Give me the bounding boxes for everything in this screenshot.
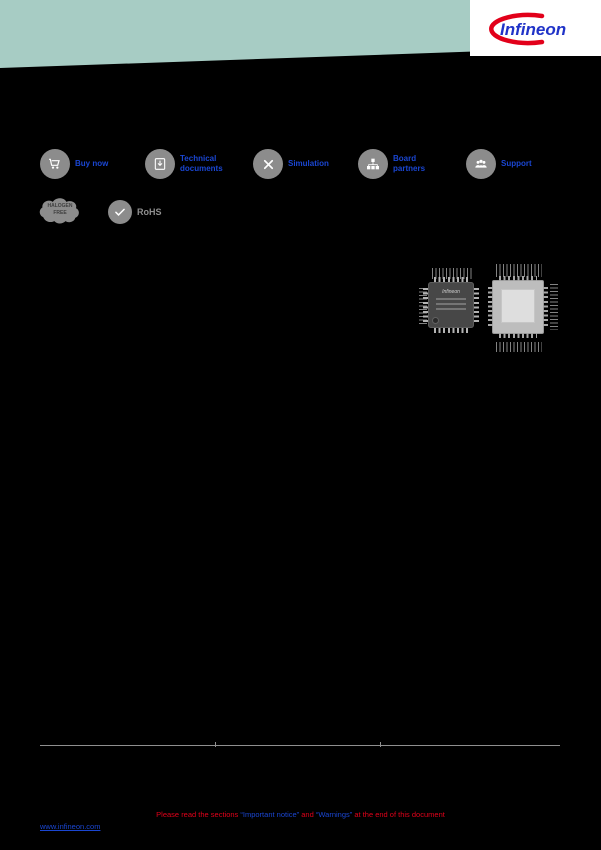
people-icon	[466, 149, 496, 179]
pin1-indicator	[433, 318, 438, 323]
table-top-border	[40, 745, 560, 746]
halogen-free-icon: HALOGEN FREE	[36, 196, 84, 227]
footer-notice: Please read the sections “Important noti…	[0, 810, 601, 819]
rohs-label: RoHS	[137, 207, 162, 217]
chip-pins	[499, 333, 537, 338]
quick-link-support[interactable]: Support	[466, 149, 532, 179]
quick-link-buy-now[interactable]: Buy now	[40, 149, 108, 179]
pin-labels	[550, 284, 558, 330]
download-icon	[145, 149, 175, 179]
exposed-pad	[501, 289, 535, 323]
quick-link-technical-documents[interactable]: Technical documents	[145, 149, 223, 179]
chip-package-photo-right	[488, 276, 548, 338]
footer-notice-text: and	[299, 810, 316, 819]
brand-wordmark: Infineon	[500, 20, 566, 39]
quick-link-label: Buy now	[75, 159, 109, 169]
table-column-divider	[380, 742, 381, 747]
warnings-link[interactable]: “Warnings”	[315, 810, 353, 819]
pin-labels	[496, 342, 542, 352]
chip-marking-line	[436, 308, 466, 310]
tools-icon	[253, 149, 283, 179]
halogen-free-label: HALOGEN FREE	[47, 203, 73, 216]
cart-icon	[40, 149, 70, 179]
chip-marking-line	[436, 298, 466, 300]
important-notice-link[interactable]: “Important notice”	[240, 810, 300, 819]
table-column-divider	[215, 742, 216, 747]
chip-package-photo-left: Infineon	[423, 277, 479, 333]
chip-pins	[434, 277, 468, 282]
pin-labels	[432, 268, 472, 279]
chip-pins	[499, 276, 537, 281]
chip-pins	[543, 287, 548, 327]
chip-pins	[488, 287, 493, 327]
brand-logo-box: Infineon	[470, 0, 601, 56]
header-band	[0, 0, 470, 68]
footer-notice-text: Please read the sections	[156, 810, 241, 819]
chip-pins	[423, 288, 428, 322]
website-link[interactable]: www.infineon.com	[40, 822, 101, 831]
chip-pins	[474, 288, 479, 322]
check-icon	[108, 200, 132, 224]
pin-labels	[496, 264, 542, 277]
package-photos: Infineon	[418, 260, 568, 360]
quick-link-label: Board partners	[393, 154, 426, 173]
chip-pins	[434, 328, 468, 333]
chip-marking: Infineon	[442, 289, 460, 295]
hierarchy-icon	[358, 149, 388, 179]
chip-marking-line	[436, 303, 466, 305]
quick-link-board-partners[interactable]: Board partners	[358, 149, 425, 179]
rohs-compliance: RoHS	[108, 200, 162, 224]
quick-link-simulation[interactable]: Simulation	[253, 149, 329, 179]
quick-link-label: Technical documents	[180, 154, 223, 173]
footer-notice-text: at the end of this document	[352, 810, 445, 819]
quick-link-label: Support	[501, 159, 532, 169]
quick-link-label: Simulation	[288, 159, 329, 169]
infineon-logo: Infineon	[488, 12, 566, 46]
